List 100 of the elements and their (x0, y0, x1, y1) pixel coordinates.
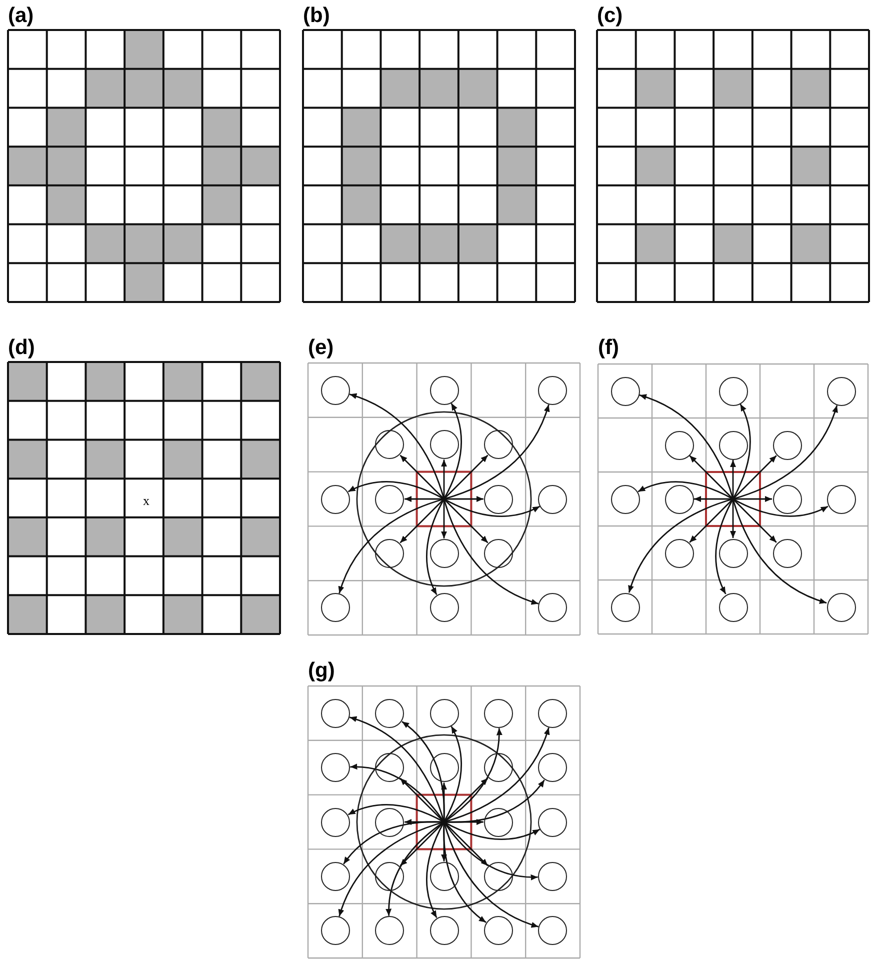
panel-label: (g) (308, 660, 335, 682)
circle-node (320, 484, 350, 514)
arrow (348, 804, 444, 823)
arrow (441, 460, 447, 499)
circle-node (772, 484, 802, 514)
arrow (404, 496, 444, 502)
circle-node (664, 538, 694, 568)
arrow (426, 822, 445, 918)
circle-node (610, 592, 640, 622)
arrow (732, 498, 777, 543)
arrow (715, 498, 734, 594)
arrow (444, 498, 488, 544)
arrow (732, 498, 828, 517)
arrow (444, 454, 488, 500)
arrow (638, 481, 734, 500)
arrow (444, 822, 488, 866)
circle-node (664, 484, 694, 514)
circle-node (484, 430, 513, 460)
circle-node (320, 376, 350, 405)
circle-node (320, 808, 350, 836)
circle-node (484, 538, 513, 568)
circle-node (320, 753, 350, 782)
panel-label: (e) (308, 337, 334, 359)
panel-label: (f) (598, 337, 619, 359)
circle-node (430, 593, 458, 622)
arrow (689, 498, 734, 543)
arrow (444, 728, 502, 823)
arrow (444, 778, 488, 822)
circle-node (772, 430, 802, 460)
circle-node (430, 916, 458, 946)
panel-label: (b) (303, 5, 330, 27)
circle-node (538, 484, 568, 514)
circle-node (610, 376, 640, 406)
circle-node (320, 698, 350, 728)
circle-node (430, 538, 458, 568)
circle-node (538, 916, 568, 946)
circle-node (718, 376, 748, 406)
arrow (443, 498, 539, 604)
arrow (732, 405, 838, 500)
arrow (689, 455, 734, 500)
circle-node (538, 808, 568, 836)
arrow (444, 821, 540, 840)
circle-node (484, 484, 513, 514)
circle-node (718, 538, 748, 568)
circle-node (375, 430, 404, 460)
circle-node (375, 808, 404, 836)
circle-node (375, 753, 404, 782)
circle-node (430, 430, 458, 460)
arrow (694, 496, 733, 502)
arrow (400, 454, 444, 500)
circle-node (320, 916, 350, 946)
arrow (441, 782, 447, 822)
circle-node (484, 862, 513, 891)
circle-node (375, 862, 404, 891)
circle-node (718, 592, 748, 622)
arrow (348, 481, 444, 500)
arrow (444, 727, 550, 823)
arrow (443, 726, 462, 822)
circle-node (375, 698, 404, 728)
arrow (443, 402, 462, 500)
center-mark: x (143, 492, 150, 510)
arrow (628, 498, 734, 593)
arrow (386, 821, 444, 916)
arrow (426, 498, 445, 596)
circle-node (375, 538, 404, 568)
circle-node (610, 484, 640, 514)
arrow (350, 764, 445, 822)
arrow (732, 455, 777, 500)
arrow (730, 499, 736, 538)
circle-node (484, 753, 513, 782)
arrow (444, 498, 540, 517)
arrow (444, 404, 550, 500)
circle-node (320, 862, 350, 891)
circle-node (430, 376, 458, 405)
arrow (400, 498, 444, 544)
arrow (730, 460, 736, 499)
circle-node (772, 538, 802, 568)
circle-node (484, 916, 513, 946)
circle-node (538, 593, 568, 622)
panel-label: (d) (8, 337, 35, 359)
arrow (441, 499, 447, 538)
arrow (349, 394, 445, 500)
arrow (732, 404, 751, 500)
arrow (732, 498, 827, 604)
circle-node (538, 753, 568, 782)
circle-node (826, 592, 856, 622)
arrow (400, 778, 444, 822)
circle-node (484, 808, 513, 836)
arrow (444, 819, 484, 825)
circle-node (375, 916, 404, 946)
arrow (443, 822, 539, 928)
circle-node (664, 430, 694, 460)
circle-node (430, 698, 458, 728)
circle-node (538, 376, 568, 405)
arrow (338, 498, 444, 594)
circle-node (320, 593, 350, 622)
arrow (443, 822, 538, 880)
circle-node (430, 753, 458, 782)
circle-node (826, 484, 856, 514)
arrow (639, 394, 734, 500)
